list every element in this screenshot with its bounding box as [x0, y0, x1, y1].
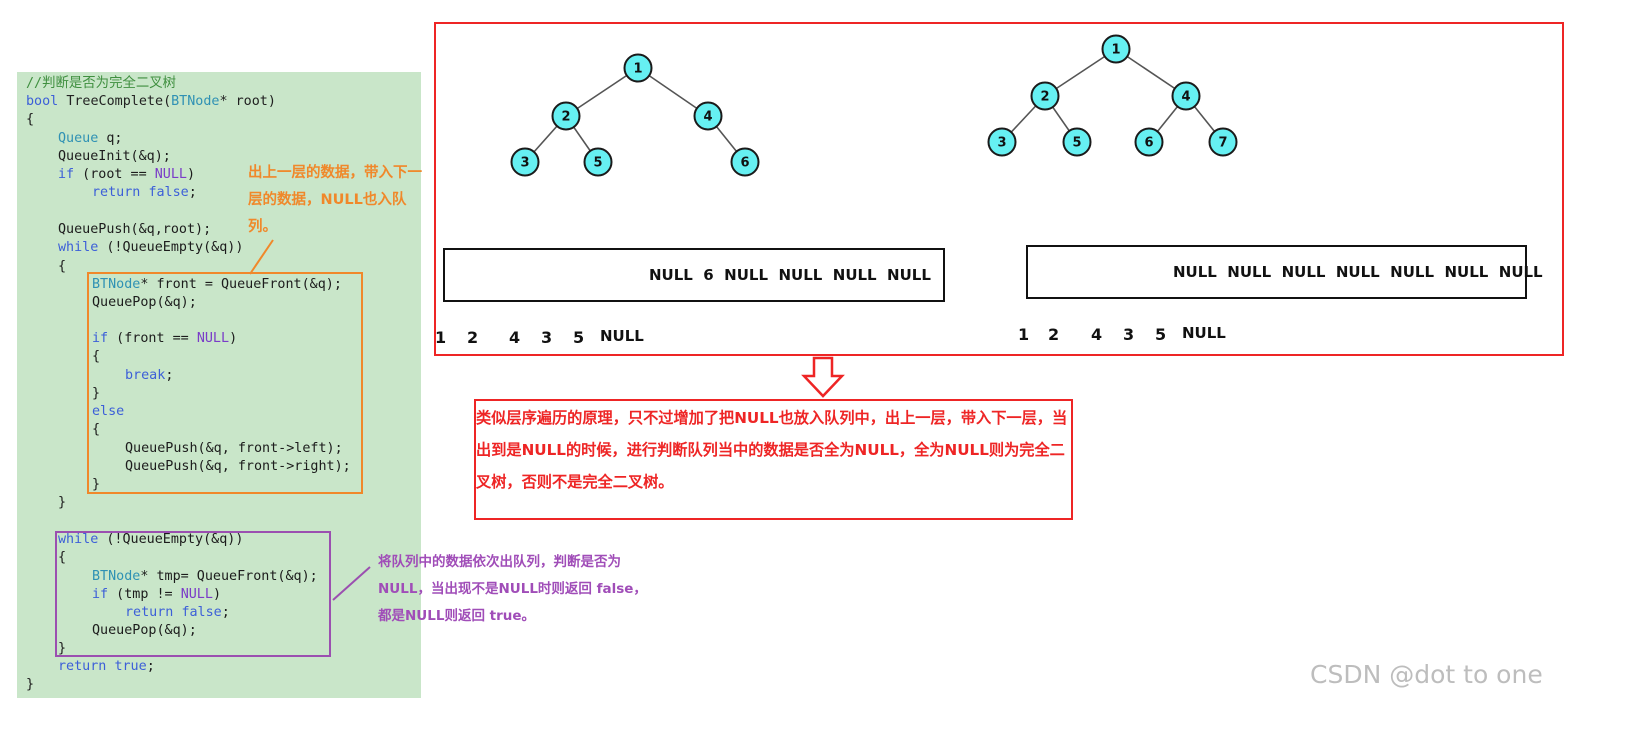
tree-node-label: 4: [703, 110, 712, 125]
code-line-if-root: if (root == NULL): [58, 167, 196, 182]
code-line-if-front: if (front == NULL): [92, 331, 238, 346]
sequence-item: 5: [573, 328, 585, 347]
tree-node: [1208, 127, 1238, 157]
tree-node: [551, 101, 581, 131]
code-brace: {: [58, 259, 67, 274]
sequence-item: 2: [467, 328, 479, 347]
tree-node-label: 5: [593, 156, 602, 171]
purple-callout-line: [332, 566, 371, 601]
sequence-item: NULL: [600, 327, 644, 345]
explanation-text: 类似层序遍历的原理，只不过增加了把NULL也放入队列中，出上一层，带入下一层，当…: [476, 409, 1068, 491]
code-line-if-tmp: if (tmp != NULL): [92, 587, 221, 602]
code-line-return-true: return true;: [58, 659, 155, 674]
tree-node: [623, 53, 653, 83]
tree-node: [583, 147, 613, 177]
tree-node: [1062, 127, 1092, 157]
code-line-pop: QueuePop(&q);: [92, 295, 197, 310]
tree-node-label: 1: [1111, 43, 1120, 58]
code-line-break: break;: [125, 368, 174, 383]
orange-callout-line: [249, 239, 274, 275]
code-brace: {: [92, 349, 101, 364]
code-line-push-left: QueuePush(&q, front->left);: [125, 441, 343, 456]
code-line-return-false: return false;: [125, 605, 230, 620]
tree-node-label: 5: [1072, 136, 1081, 151]
code-line-while: while (!QueueEmpty(&q)): [58, 532, 244, 547]
tree-node: [693, 101, 723, 131]
loop-highlight-box: [87, 272, 363, 494]
code-brace: }: [92, 386, 101, 401]
sequence-item: NULL: [1182, 324, 1226, 342]
explanation-box: [474, 399, 1073, 520]
code-comment: //判断是否为完全二叉树: [26, 76, 177, 91]
code-line-tmp: BTNode* tmp= QueueFront(&q);: [92, 569, 318, 584]
sequence-item: 4: [1091, 325, 1103, 344]
code-brace: {: [92, 422, 101, 437]
code-brace: }: [58, 495, 67, 510]
sequence-item: 1: [435, 328, 447, 347]
code-signature: bool TreeComplete(BTNode* root): [26, 94, 276, 109]
tree-node-label: 7: [1218, 136, 1227, 151]
code-brace: {: [58, 550, 67, 565]
sequence-item: 2: [1048, 325, 1060, 344]
queue-contents-left: NULL 6 NULL NULL NULL NULL: [649, 266, 931, 284]
queue-box-right: [1026, 245, 1527, 299]
sequence-item: 3: [1123, 325, 1135, 344]
code-brace: }: [58, 641, 67, 656]
tree-node-label: 2: [561, 110, 570, 125]
tree-node-label: 4: [1181, 90, 1190, 105]
orange-note: 出上一层的数据，带入下一层的数据，NULL也入队列。: [248, 165, 422, 235]
watermark: CSDN @dot to one: [1310, 660, 1543, 689]
sequence-item: 4: [509, 328, 521, 347]
purple-note: 将队列中的数据依次出队列，判断是否为NULL，当出现不是NULL时则返回 fal…: [378, 554, 647, 624]
tree-node: [1101, 34, 1131, 64]
code-panel: [17, 72, 421, 698]
tree-node: [1171, 81, 1201, 111]
code-line-init: QueueInit(&q);: [58, 149, 171, 164]
tree-node-label: 3: [520, 156, 529, 171]
code-line-queue: Queue q;: [58, 131, 123, 146]
tree-node-label: 6: [1144, 136, 1153, 151]
tree-node-label: 2: [1040, 90, 1049, 105]
tree-node: [730, 147, 760, 177]
down-arrow-icon: [801, 356, 845, 398]
code-brace: }: [92, 477, 101, 492]
trees-frame: [434, 22, 1564, 356]
code-line-push-root: QueuePush(&q,root);: [58, 222, 212, 237]
tree-node-label: 3: [997, 136, 1006, 151]
queue-contents-right: NULL NULL NULL NULL NULL NULL NULL: [1173, 263, 1543, 281]
code-line-while: while (!QueueEmpty(&q)): [58, 240, 244, 255]
tree-node: [1134, 127, 1164, 157]
tree-node-label: 6: [740, 156, 749, 171]
queue-box-left: [443, 248, 945, 302]
sequence-item: 5: [1155, 325, 1167, 344]
check-highlight-box: [55, 531, 331, 657]
code-line-front: BTNode* front = QueueFront(&q);: [92, 277, 342, 292]
tree-node: [987, 127, 1017, 157]
code-line-else: else: [92, 404, 125, 419]
code-brace: }: [26, 677, 35, 692]
tree-node: [1030, 81, 1060, 111]
code-line-return-false: return false;: [92, 185, 197, 200]
sequence-item: 3: [541, 328, 553, 347]
tree-node-label: 1: [633, 62, 642, 77]
code-line-pop: QueuePop(&q);: [92, 623, 197, 638]
code-line-push-right: QueuePush(&q, front->right);: [125, 459, 351, 474]
sequence-item: 1: [1018, 325, 1030, 344]
tree-node: [510, 147, 540, 177]
code-brace: {: [26, 112, 35, 127]
